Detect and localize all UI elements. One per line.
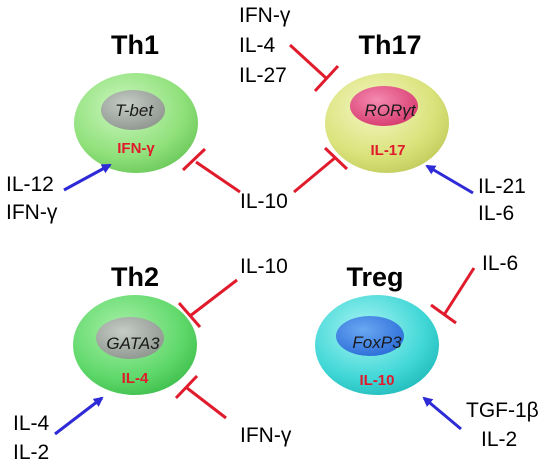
inhibition-lines	[174, 43, 476, 420]
th1-inducer-1: IL-12	[6, 173, 54, 196]
treg-title: Treg	[346, 262, 403, 292]
treg-inhibition-bar	[430, 303, 457, 325]
th2-factor: GATA3	[106, 334, 160, 353]
th1-nucleus	[101, 90, 165, 130]
th17-factor: RORγt	[365, 101, 417, 120]
treg-inhibition-line	[442, 267, 476, 316]
th17-inhibitor-1: IFN-γ	[239, 4, 291, 27]
th2-inhibitor-top: IL-10	[240, 255, 288, 278]
th1-title: Th1	[111, 30, 159, 60]
th17-inhibition-bar	[313, 64, 340, 93]
th2-il10-inhibition-line	[189, 278, 238, 318]
th2-title: Th2	[111, 262, 159, 292]
th1-inducer-2: IFN-γ	[6, 201, 58, 224]
th17-inducer-2: IL-6	[478, 202, 514, 225]
th1-inhibition-line	[195, 160, 241, 194]
th17-nucleus	[350, 86, 418, 126]
th17-il10-inhibition-bar	[323, 146, 349, 171]
th17-inhibitor-2: IL-4	[239, 34, 276, 57]
th2-cytokine: IL-4	[122, 370, 149, 387]
th2-ifng-inhibition-bar	[174, 374, 199, 400]
treg-inducer-1: TGF-1β	[466, 399, 539, 422]
center-inhibitor: IL-10	[240, 190, 288, 213]
treg-inhibitor: IL-6	[482, 252, 518, 275]
th2-ifng-inhibition-line	[186, 386, 227, 420]
treg-cytokine: IL-10	[359, 372, 394, 389]
th17-activation-arrow	[425, 164, 474, 195]
th17-group: Th17 RORγt IL-17	[325, 30, 449, 173]
th2-activation-arrow	[54, 396, 104, 436]
treg-inducer-2: IL-2	[481, 428, 517, 451]
th17-cytokine: IL-17	[370, 142, 405, 159]
activation-arrows	[54, 163, 474, 436]
th17-inhibition-line	[288, 43, 328, 80]
th17-il10-inhibition-line	[293, 155, 337, 194]
th2-nucleus	[96, 317, 164, 359]
treg-factor: FoxP3	[352, 333, 402, 352]
signal-labels: IL-12 IFN-γ IFN-γ IL-4 IL-27 IL-10 IL-21…	[6, 4, 539, 464]
th1-activation-arrow	[63, 163, 112, 192]
th17-inhibitor-3: IL-27	[239, 64, 287, 87]
th2-inhibitor-bottom: IFN-γ	[240, 424, 292, 447]
th1-factor: T-bet	[115, 101, 154, 120]
th2-inducer-2: IL-2	[13, 441, 49, 464]
treg-activation-arrow	[422, 396, 462, 431]
th1-cytokine: IFN-γ	[117, 140, 155, 157]
th1-inhibition-bar	[181, 147, 207, 172]
th1-group: Th1 T-bet IFN-γ	[74, 30, 198, 173]
th2-inducer-1: IL-4	[13, 412, 50, 435]
th2-il10-inhibition-bar	[177, 302, 202, 328]
th2-group: Th2 GATA3 IL-4	[73, 262, 197, 395]
th17-inducer-1: IL-21	[478, 175, 526, 198]
treg-group: Treg FoxP3 IL-10	[315, 262, 439, 395]
th17-title: Th17	[358, 30, 421, 60]
treg-nucleus	[336, 316, 404, 356]
